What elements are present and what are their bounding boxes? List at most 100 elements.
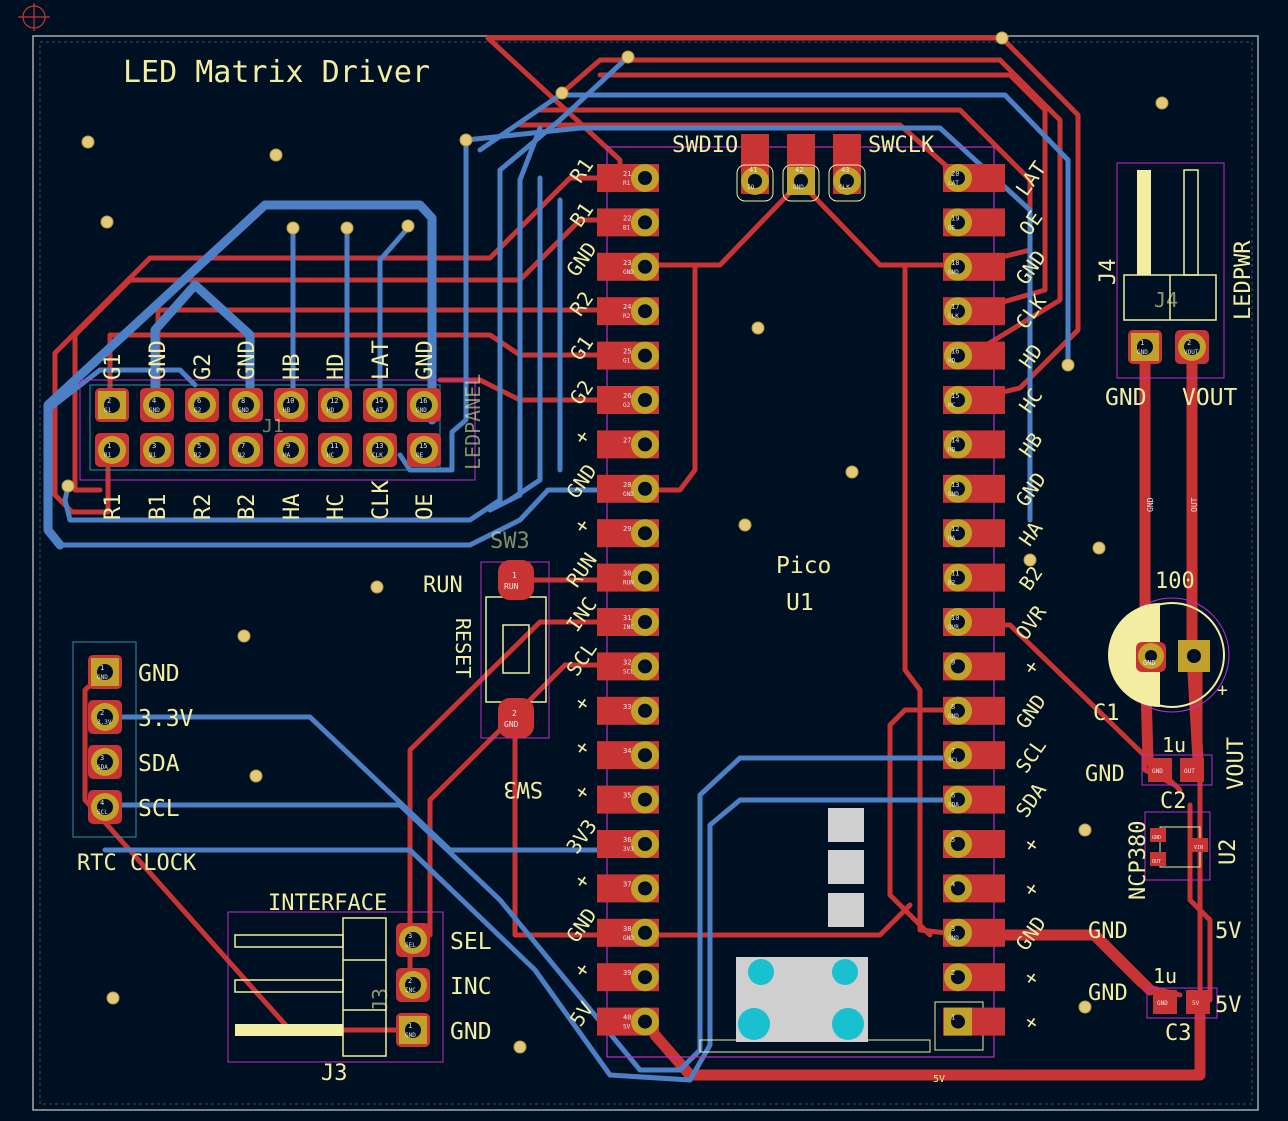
u2-5v-label: 5V [1215,919,1242,944]
svg-text:RUN: RUN [623,580,634,587]
svg-text:R2: R2 [194,452,202,459]
svg-text:4: 4 [100,799,104,807]
j1-top-label-4: GND [235,340,260,380]
svg-text:7: 7 [951,747,955,755]
c2-pad-gnd: GND [1152,768,1163,775]
svg-text:B1: B1 [149,452,157,459]
j1-pad-bottom-4: 7B2 [229,433,263,467]
j1-pad-top-1: 2G1 [95,388,129,422]
svg-text:R1: R1 [104,452,112,459]
j1-pad-top-3: 6G2 [185,388,219,422]
svg-text:11: 11 [330,442,338,450]
rtc-pin-2: 23.3V [88,700,122,734]
svg-text:GND: GND [623,269,634,276]
svg-text:25: 25 [623,348,631,356]
svg-text:SDA: SDA [97,764,108,771]
j1-top-label-8: GND [413,340,438,380]
j4-value: LEDPWR [1231,240,1256,320]
svg-text:20: 20 [951,170,959,178]
svg-text:15: 15 [951,392,959,400]
svg-text:6: 6 [951,792,955,800]
svg-text:9: 9 [951,658,955,666]
j4-label-1: GND [1105,385,1147,411]
svg-text:HB: HB [283,407,291,414]
svg-text:LAT: LAT [948,180,959,187]
svg-text:HA: HA [283,452,291,459]
j4-label-2: VOUT [1182,385,1238,411]
svg-text:13: 13 [951,481,959,489]
sw3-ref: SW3 [503,776,543,801]
svg-text:1: 1 [408,1022,412,1030]
svg-text:10: 10 [286,397,294,405]
svg-text:3: 3 [152,442,156,450]
svg-text:GND: GND [948,713,959,720]
c3-pad-gnd: GND [1157,1000,1168,1007]
svg-text:36: 36 [623,836,631,844]
j1-bottom-label-2: B1 [146,494,171,521]
svg-text:GND: GND [948,269,959,276]
j1-pad-bottom-1: 1R1 [95,433,129,467]
u1-pad-4: 4+ [943,874,1044,903]
svg-text:SEL: SEL [405,942,416,949]
svg-text:9: 9 [286,442,290,450]
svg-text:R1: R1 [623,180,631,187]
svg-text:24: 24 [623,303,631,311]
svg-text:1: 1 [1140,339,1144,347]
svg-text:1: 1 [951,1014,955,1022]
j1-pad-bottom-5: 9HA [274,433,308,467]
u1-ref: U1 [786,590,814,616]
svg-text:8: 8 [951,703,955,711]
j1-bottom-label-8: OE [413,494,438,521]
svg-text:GND: GND [416,407,427,414]
j1-bottom-label-1: R1 [101,494,126,521]
svg-text:8: 8 [241,397,245,405]
j1-bottom-label-4: B2 [235,494,260,521]
j3-label-2: INC [450,974,492,1000]
c1-value: 100 [1155,569,1195,594]
vias [61,31,1169,1054]
j1-top-label-7: LAT [369,340,394,380]
svg-text:35: 35 [623,792,631,800]
svg-text:3V3: 3V3 [623,846,634,853]
c1-pad-gnd: GND [1136,642,1166,672]
c3-right-label: 5V [1215,993,1242,1018]
svg-text:2: 2 [408,977,412,985]
svg-text:33: 33 [623,703,631,711]
u2-ref: U2 [1216,839,1241,866]
u1-test-pads [828,808,864,927]
rtc-label-2: 3.3V [138,706,194,732]
svg-text:GND: GND [1137,349,1148,356]
svg-text:38: 38 [623,925,631,933]
svg-text:2: 2 [512,709,517,718]
j1-ref: J1 [262,416,284,437]
svg-text:3: 3 [951,925,955,933]
svg-text:42: 42 [795,166,803,174]
svg-text:1: 1 [107,442,111,450]
svg-text:GND: GND [793,184,804,191]
svg-text:OVR: OVR [948,624,959,631]
u2-pin-gnd: GND [1152,835,1161,841]
j1-pad-bottom-2: 3B1 [140,433,174,467]
svg-text:5: 5 [197,442,201,450]
svg-text:GND: GND [504,720,519,729]
j1-top-label-1: G1 [101,354,126,381]
svg-text:12: 12 [330,397,338,405]
svg-text:HD: HD [327,407,335,414]
svg-text:G2: G2 [623,402,631,409]
back-copper-tracks [43,54,1071,1083]
c2-value: 1u [1162,733,1186,757]
